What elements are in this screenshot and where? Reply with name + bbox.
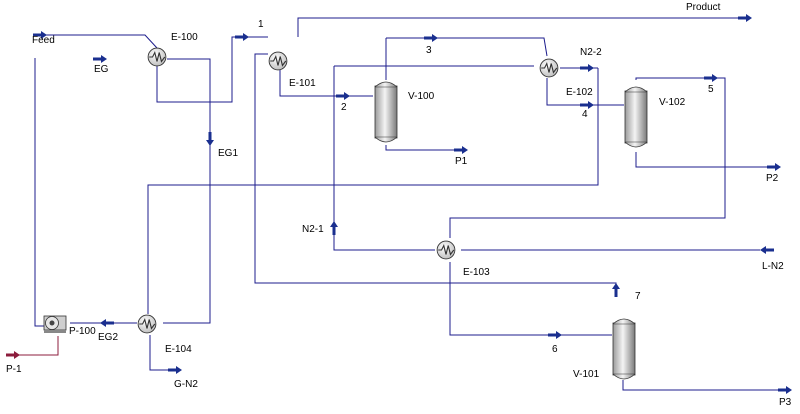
feed-label: Feed — [32, 35, 55, 46]
eg2-arrow — [100, 319, 114, 327]
n2-1-arrow — [330, 221, 338, 235]
equipment-labels: E-100 E-101 E-102 E-103 E-104 V-100 V-10… — [69, 32, 686, 380]
g-n2-arrow — [168, 366, 182, 374]
v-101-label: V-101 — [573, 369, 600, 380]
stream-6-arrow — [548, 331, 562, 339]
l-n2-arrow — [760, 246, 774, 254]
stream-4-arrow — [580, 101, 594, 109]
eg1-label: EG1 — [218, 148, 238, 159]
eg-arrow — [93, 55, 107, 63]
stream-7-arrow — [612, 283, 620, 297]
v-100-label: V-100 — [408, 91, 435, 102]
l-n2-label: L-N2 — [762, 261, 784, 272]
product-arrow — [738, 14, 752, 22]
stream-arrows — [6, 14, 792, 394]
stream-2-label: 2 — [341, 102, 347, 113]
e-100-heat-exchanger-icon[interactable] — [147, 47, 167, 67]
n2-2-label: N2-2 — [580, 47, 602, 58]
n2-2-arrow — [580, 64, 594, 72]
e-104-label: E-104 — [165, 344, 192, 355]
e-103-label: E-103 — [463, 267, 490, 278]
n2-1-label: N2-1 — [302, 224, 324, 235]
p1-label: P1 — [455, 156, 468, 167]
e-102-label: E-102 — [566, 87, 593, 98]
eg1-arrow — [206, 132, 214, 146]
stream-2-arrow — [336, 92, 350, 100]
stream-4-label: 4 — [582, 109, 588, 120]
stream-lines — [8, 17, 788, 391]
p3-label: P3 — [779, 397, 792, 408]
p3-arrow — [778, 386, 792, 394]
stream-1-label: 1 — [258, 19, 264, 30]
p2-arrow — [767, 163, 781, 171]
e-101-heat-exchanger-icon[interactable] — [268, 51, 288, 71]
p-100-label: P-100 — [69, 326, 96, 337]
eg2-label: EG2 — [98, 332, 118, 343]
p2-label: P2 — [766, 173, 779, 184]
v-101-separator-icon[interactable] — [612, 318, 636, 380]
v-102-separator-icon[interactable] — [624, 86, 648, 148]
p-100-pump-icon[interactable] — [43, 315, 67, 333]
e-101-label: E-101 — [289, 78, 316, 89]
stream-labels: Feed Product EG EG1 EG2 1 2 3 4 5 6 7 N2… — [6, 2, 792, 408]
eg-label: EG — [94, 64, 109, 75]
e-104-heat-exchanger-icon[interactable] — [137, 314, 157, 334]
stream-7-label: 7 — [635, 291, 641, 302]
p-1-label: P-1 — [6, 364, 22, 375]
e-103-heat-exchanger-icon[interactable] — [436, 240, 456, 260]
e-102-heat-exchanger-icon[interactable] — [539, 58, 559, 78]
v-100-separator-icon[interactable] — [374, 81, 398, 143]
stream-3-label: 3 — [426, 45, 432, 56]
e-100-label: E-100 — [171, 32, 198, 43]
stream-5-arrow — [704, 74, 718, 82]
stream-6-label: 6 — [552, 344, 558, 355]
stream-3-arrow — [424, 34, 438, 42]
stream-5-label: 5 — [708, 84, 714, 95]
p1-arrow — [454, 146, 468, 154]
product-label: Product — [686, 2, 721, 13]
v-102-label: V-102 — [659, 97, 686, 108]
stream-1-arrow — [235, 33, 249, 41]
p-1-energy-arrow — [6, 351, 20, 359]
g-n2-label: G-N2 — [174, 379, 198, 390]
equipment — [43, 47, 648, 380]
